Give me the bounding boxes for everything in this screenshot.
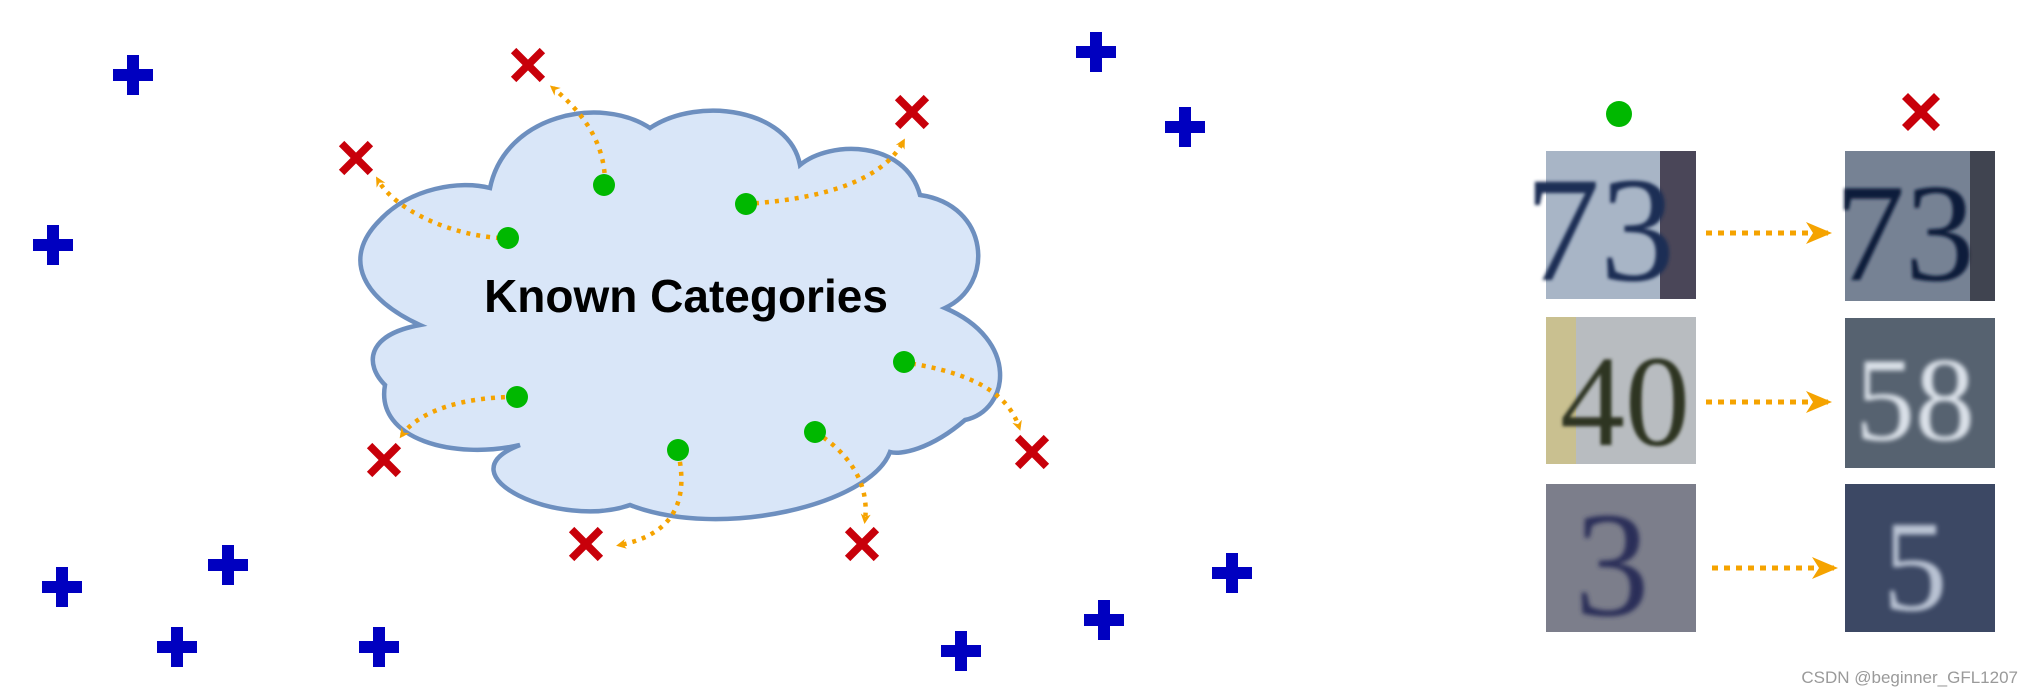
sample-digits-generated-1: 73 — [1835, 156, 1975, 311]
sample-digits-generated-2: 58 — [1855, 333, 1975, 466]
green-dot-icon — [497, 227, 519, 249]
blue-plus-icon — [1165, 107, 1205, 147]
green-dot-icon — [735, 193, 757, 215]
blue-plus-icon — [1076, 32, 1116, 72]
blue-plus-icon — [359, 627, 399, 667]
generated-samples-column: 73 58 5 — [1835, 151, 1995, 639]
arrow-5 — [616, 451, 684, 549]
cloud-label: Known Categories — [484, 270, 888, 322]
transformation-arrows — [1706, 222, 1838, 579]
red-x-icon — [568, 526, 604, 562]
green-dot-icon — [893, 351, 915, 373]
red-x-icon — [338, 140, 374, 176]
blue-plus-icon — [113, 55, 153, 95]
sample-digits-original-1: 73 — [1525, 147, 1675, 313]
sample-digits-original-2: 40 — [1560, 330, 1690, 474]
blue-plus-icon — [42, 567, 82, 607]
green-dot-icon — [593, 174, 615, 196]
sample-tile-original-2: 40 — [1546, 317, 1696, 474]
blue-plus-icon — [941, 631, 981, 671]
arrow-4 — [399, 394, 516, 439]
red-x-icon — [510, 47, 546, 83]
blue-plus-icon — [157, 627, 197, 667]
red-x-icon — [844, 526, 880, 562]
sample-tile-generated-2: 58 — [1845, 318, 1995, 468]
sample-tile-original-1: 73 — [1525, 147, 1696, 313]
sample-digits-generated-3: 5 — [1883, 495, 1948, 639]
green-dot-icon — [1606, 101, 1632, 127]
blue-plus-icon — [1212, 553, 1252, 593]
generation-arrows — [376, 85, 1022, 549]
blue-plus-icon — [1084, 600, 1124, 640]
red-x-icon — [366, 442, 402, 478]
blue-plus-icon — [33, 225, 73, 265]
red-x-icon — [894, 94, 930, 130]
sample-tile-generated-1: 73 — [1835, 151, 1995, 311]
green-dot-icon — [506, 386, 528, 408]
sample-tile-generated-3: 5 — [1845, 484, 1995, 639]
green-dot-icon — [667, 439, 689, 461]
known-samples — [497, 174, 915, 461]
arrow-1 — [549, 85, 608, 184]
blue-plus-icon — [208, 545, 248, 585]
green-dot-icon — [804, 421, 826, 443]
known-categories-cloud — [358, 108, 1003, 522]
sample-digits-original-3: 3 — [1575, 482, 1650, 648]
arrow-3 — [744, 138, 905, 207]
arrow-6 — [813, 430, 871, 524]
red-x-icon — [1014, 434, 1050, 470]
red-x-icon — [1902, 93, 1940, 131]
sample-tile-original-3: 3 — [1546, 482, 1696, 648]
watermark: CSDN @beginner_GFL1207 — [1801, 668, 2018, 687]
original-samples-column: 73 40 3 — [1525, 147, 1696, 648]
